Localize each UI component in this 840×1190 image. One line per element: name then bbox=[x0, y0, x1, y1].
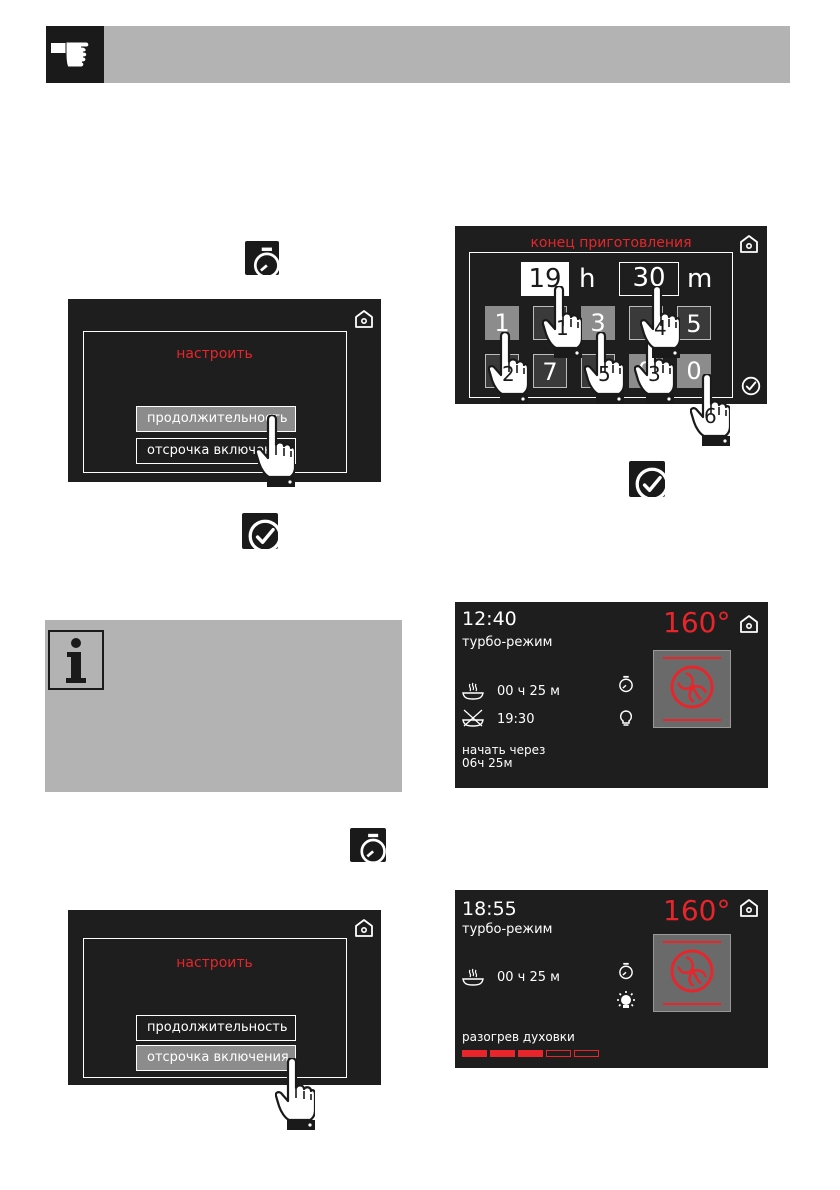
oven-screen-status-preheat: 18:55 160° турбо-режим 00 ч 25 м разогре… bbox=[455, 890, 768, 1068]
pointing-finger-icon: 2 bbox=[488, 332, 528, 404]
info-note-box bbox=[45, 620, 402, 792]
menu-title: настроить bbox=[176, 346, 253, 362]
duration-option-button[interactable]: продолжительность bbox=[136, 1015, 296, 1041]
home-icon[interactable] bbox=[739, 614, 759, 634]
delayed-start-label: начать через bbox=[462, 743, 546, 757]
temperature-readout: 160° bbox=[663, 606, 731, 639]
hours-unit: h bbox=[579, 264, 596, 294]
preheat-segment bbox=[462, 1050, 487, 1057]
end-time-title: конец приготовления bbox=[530, 235, 692, 251]
step-number: 6 bbox=[704, 404, 717, 428]
oven-screen-setup-delay: настроить продолжительность отсрочка вкл… bbox=[68, 910, 381, 1085]
key-3[interactable]: 3 bbox=[581, 306, 615, 340]
preheat-segment bbox=[518, 1050, 543, 1057]
cooking-mode: турбо-режим bbox=[462, 635, 553, 650]
step-number: 1 bbox=[556, 316, 569, 340]
minutes-field[interactable]: 30 bbox=[619, 262, 679, 296]
fan-icon bbox=[667, 662, 717, 712]
hours-field[interactable]: 19 bbox=[521, 262, 569, 296]
clock-time: 18:55 bbox=[462, 898, 517, 920]
step-number: 4 bbox=[654, 316, 667, 340]
dish-icon bbox=[462, 968, 484, 986]
fan-mode-tile[interactable] bbox=[653, 934, 731, 1012]
key-5[interactable]: 5 bbox=[677, 306, 711, 340]
preheat-label: разогрев духовки bbox=[462, 1030, 575, 1044]
dish-icon bbox=[462, 682, 484, 700]
menu-title: настроить bbox=[176, 955, 253, 971]
timer-icon[interactable] bbox=[617, 675, 635, 693]
step-number: 5 bbox=[598, 362, 611, 386]
delay-option-button[interactable]: отсрочка включения bbox=[136, 1045, 296, 1071]
minutes-unit: m bbox=[687, 264, 713, 294]
clock-time: 12:40 bbox=[462, 608, 517, 630]
pointing-finger-icon: 4 bbox=[640, 286, 680, 358]
timer-icon bbox=[245, 241, 279, 275]
oven-screen-setup-duration: настроить продолжительность отсрочка вкл… bbox=[68, 299, 381, 482]
fan-icon bbox=[667, 946, 717, 996]
pointing-finger-icon: 1 bbox=[542, 286, 582, 358]
info-icon bbox=[48, 630, 104, 690]
step-number: 2 bbox=[502, 362, 515, 386]
home-icon[interactable] bbox=[739, 234, 759, 254]
timer-icon[interactable] bbox=[617, 962, 635, 980]
pointing-finger-icon: 6 bbox=[690, 374, 730, 446]
home-icon[interactable] bbox=[739, 898, 759, 918]
temperature-readout: 160° bbox=[663, 894, 731, 927]
key-7[interactable]: 7 bbox=[533, 354, 567, 388]
cooking-mode: турбо-режим bbox=[462, 922, 553, 937]
pointing-finger-icon bbox=[275, 1058, 315, 1130]
duration-value: 00 ч 25 м bbox=[497, 684, 560, 699]
confirm-check-icon[interactable] bbox=[741, 376, 761, 396]
timer-icon bbox=[350, 828, 386, 862]
fan-mode-tile[interactable] bbox=[653, 650, 731, 728]
menu-frame: настроить продолжительность отсрочка вкл… bbox=[83, 331, 347, 473]
preheat-progress-bar bbox=[462, 1050, 602, 1057]
pointing-finger-icon: 3 bbox=[634, 332, 674, 404]
pointing-finger-icon: 5 bbox=[584, 332, 624, 404]
preheat-segment bbox=[546, 1050, 571, 1057]
delayed-start-value: 06ч 25м bbox=[462, 756, 513, 770]
confirm-check-icon bbox=[242, 513, 278, 549]
oven-screen-status-delayed: 12:40 160° турбо-режим 00 ч 25 м 19:30 н… bbox=[455, 602, 768, 788]
section-header-bar bbox=[46, 26, 790, 83]
menu-frame: настроить продолжительность отсрочка вкл… bbox=[83, 938, 347, 1078]
light-on-icon[interactable] bbox=[615, 990, 637, 1012]
dish-off-icon bbox=[462, 708, 484, 728]
end-time-value: 19:30 bbox=[497, 712, 535, 727]
home-icon[interactable] bbox=[354, 918, 374, 938]
preheat-segment bbox=[490, 1050, 515, 1057]
duration-value: 00 ч 25 м bbox=[497, 970, 560, 985]
preheat-segment bbox=[574, 1050, 599, 1057]
light-bulb-icon[interactable] bbox=[617, 709, 635, 727]
home-icon[interactable] bbox=[354, 309, 374, 329]
pointing-finger-icon bbox=[255, 415, 295, 487]
pointing-hand-icon bbox=[46, 26, 104, 83]
confirm-check-icon bbox=[629, 461, 665, 497]
step-number: 3 bbox=[648, 362, 661, 386]
